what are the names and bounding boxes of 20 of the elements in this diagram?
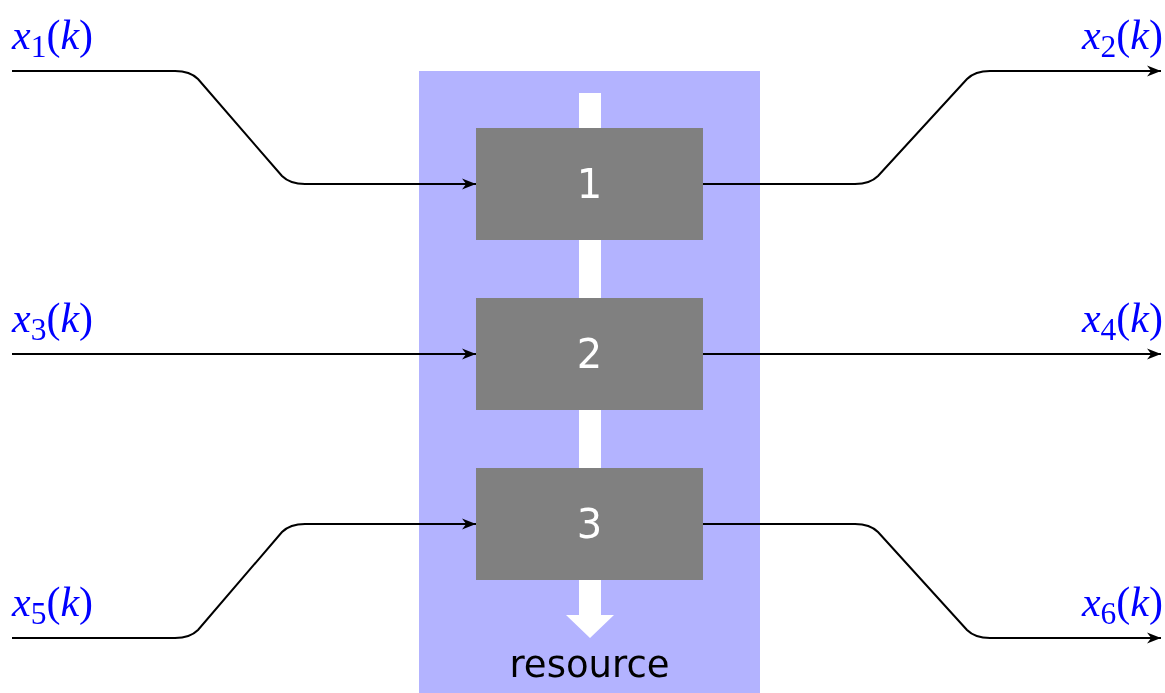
arrow [702, 523, 1162, 644]
resource-band [419, 71, 760, 693]
signal-name: x$_{5}$(k) [12, 581, 94, 623]
arrow [11, 70, 477, 190]
box-number: 3 [576, 504, 603, 544]
process-box [476, 298, 703, 410]
band-label: resource [508, 646, 671, 683]
signal-name: x$_{4}$(k) [1081, 297, 1163, 339]
arrow [11, 348, 477, 360]
signal-name: x$_{3}$(k) [12, 297, 94, 339]
signal-name: x$_{2}$(k) [1081, 14, 1163, 56]
process-box [476, 468, 703, 580]
arrow [702, 348, 1162, 360]
arrow [702, 65, 1162, 185]
arrow [11, 518, 477, 639]
box-number: 2 [576, 334, 603, 374]
signal-name: x$_{6}$(k) [1081, 581, 1163, 623]
box-number: 1 [576, 164, 603, 204]
process-box [476, 128, 703, 240]
signal-name: x$_{1}$(k) [12, 14, 94, 56]
